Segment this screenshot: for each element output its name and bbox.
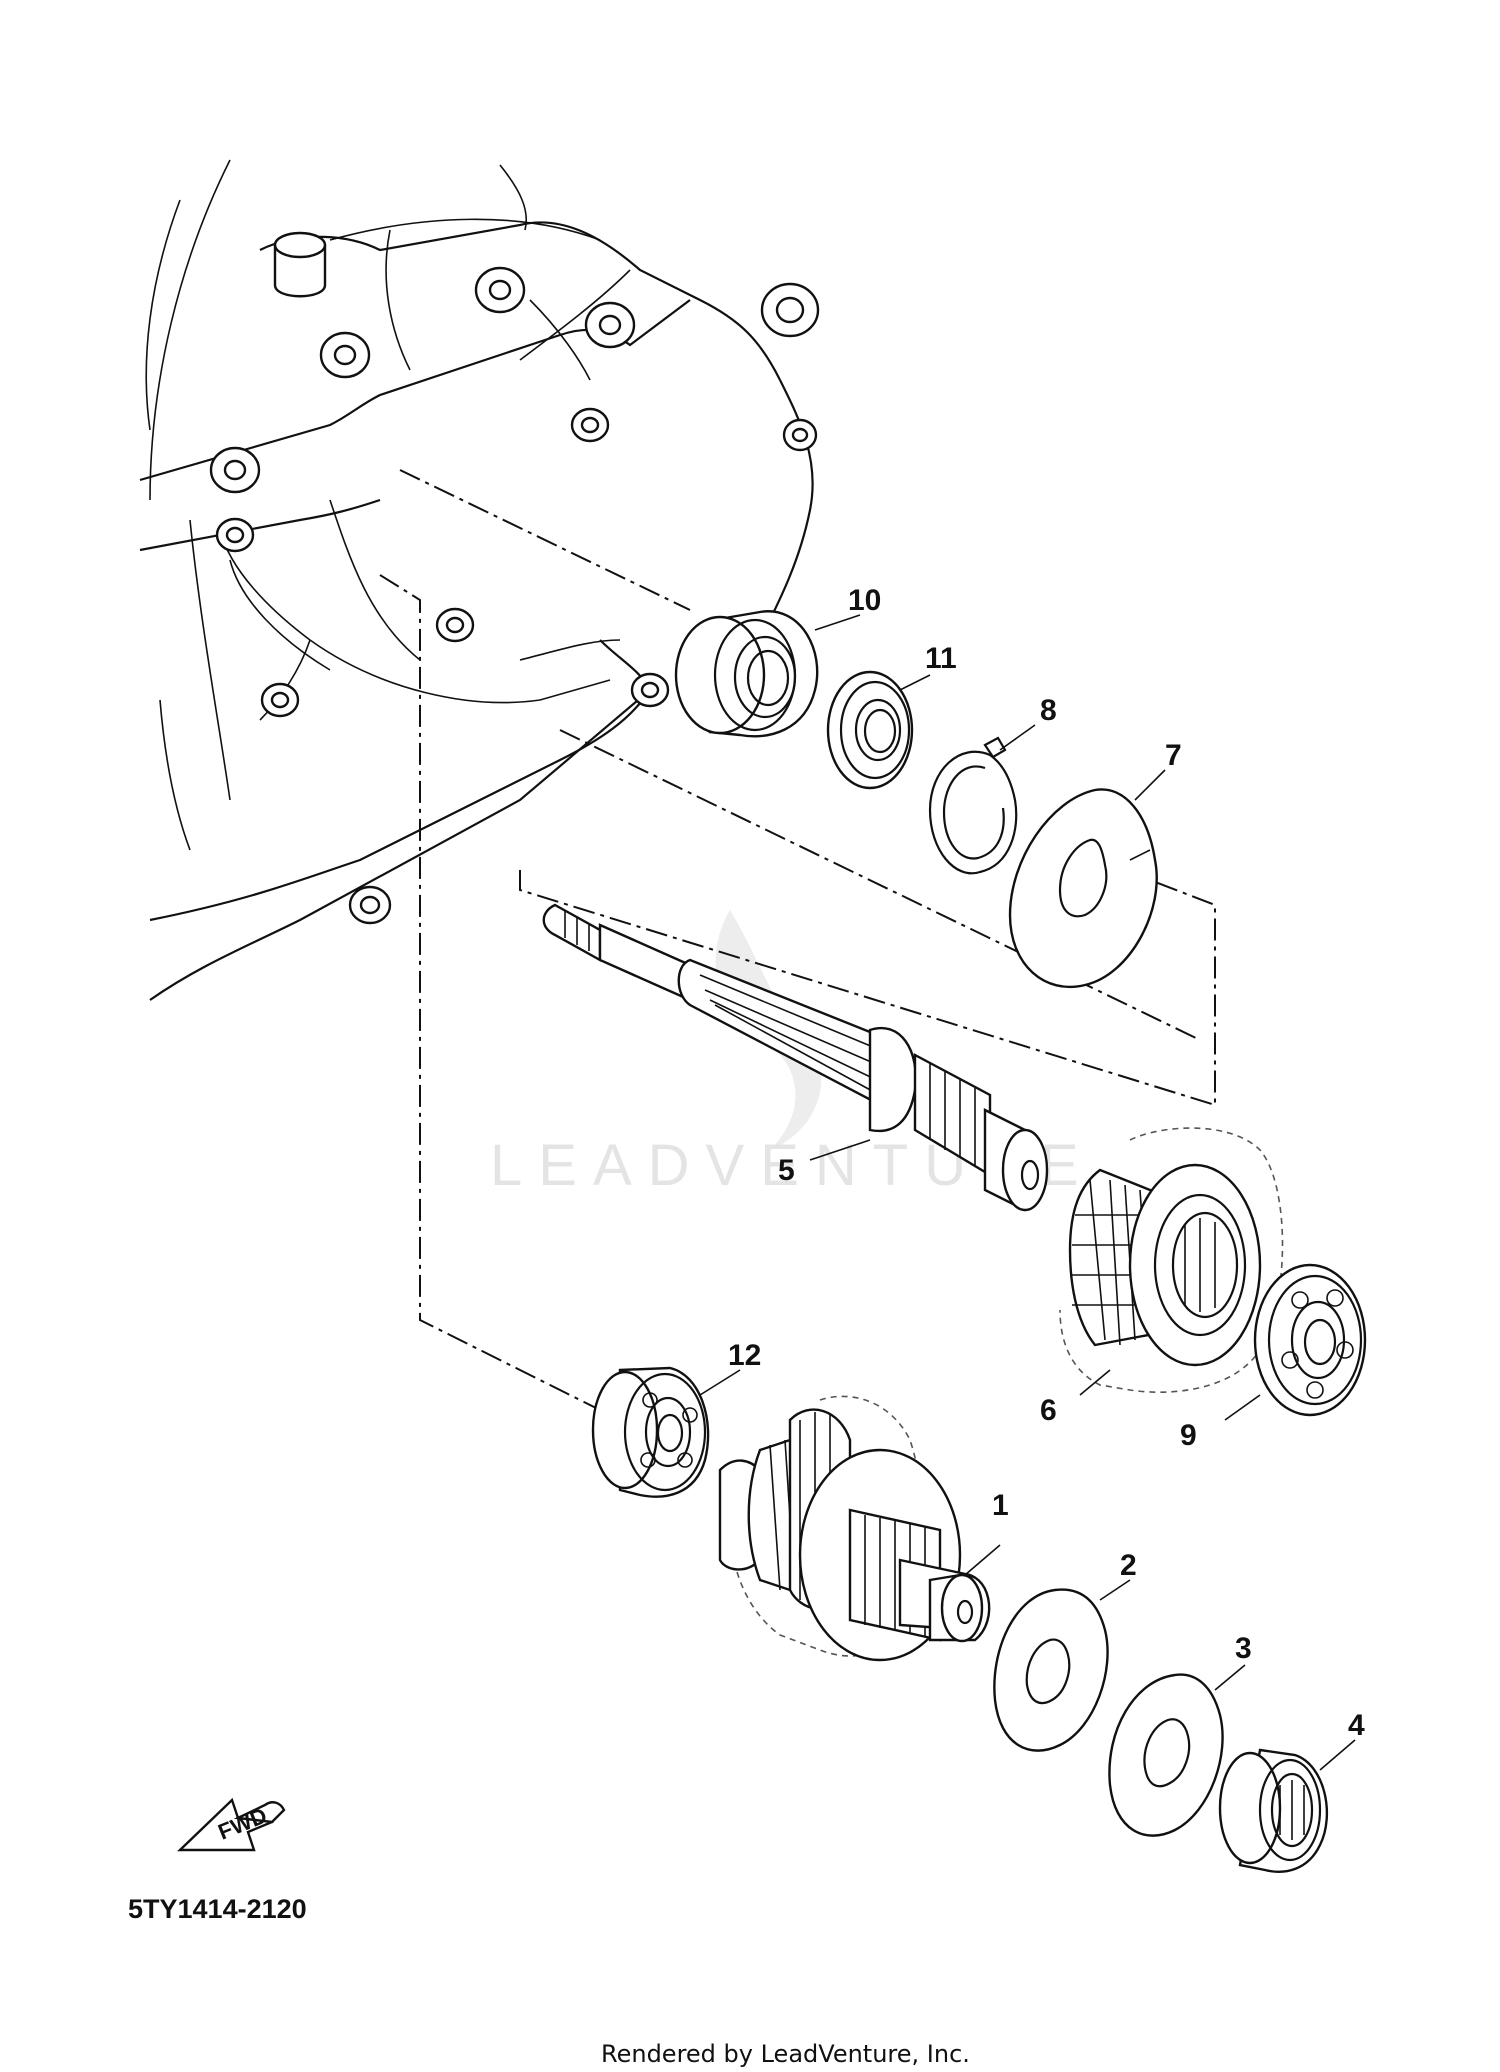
alignment-lines	[379, 469, 1216, 1411]
callout-3: 3	[1235, 1632, 1252, 1665]
callout-1: 1	[992, 1489, 1009, 1522]
callout-8: 8	[1040, 694, 1057, 727]
callout-7: 7	[1165, 739, 1182, 772]
part-5-main-axle	[542, 903, 1049, 1212]
callout-2: 2	[1120, 1549, 1137, 1582]
callout-12: 12	[728, 1339, 761, 1372]
callout-5: 5	[778, 1154, 795, 1187]
part-4-needle-bearing	[1218, 1748, 1328, 1873]
part-10-bearing	[674, 610, 819, 738]
part-6-gear	[1059, 1127, 1284, 1393]
leader-lines	[699, 614, 1356, 1771]
callout-labels: 1 2 3 4 5 6 7 8 9 10 11 12	[728, 584, 1365, 1742]
part-9-bearing	[1253, 1263, 1367, 1417]
part-1-drive-axle	[718, 1395, 991, 1662]
crankcase-housing	[139, 159, 820, 1001]
part-8-circlip	[928, 736, 1018, 875]
diagram-code: 5TY1414-2120	[128, 1894, 307, 1924]
part-3-washer	[1108, 1673, 1224, 1837]
footer-credit: Rendered by LeadVenture, Inc.	[601, 2040, 970, 2068]
callout-6: 6	[1040, 1394, 1057, 1427]
part-11-oil-seal	[826, 670, 914, 790]
part-7-washer	[1008, 788, 1158, 988]
callout-11: 11	[925, 642, 957, 675]
fwd-arrow-icon: FWD	[177, 1797, 286, 1852]
callout-4: 4	[1348, 1709, 1365, 1742]
part-12-bearing	[591, 1366, 710, 1498]
part-2-washer	[993, 1588, 1109, 1752]
callout-10: 10	[848, 584, 881, 617]
callout-9: 9	[1180, 1419, 1197, 1452]
